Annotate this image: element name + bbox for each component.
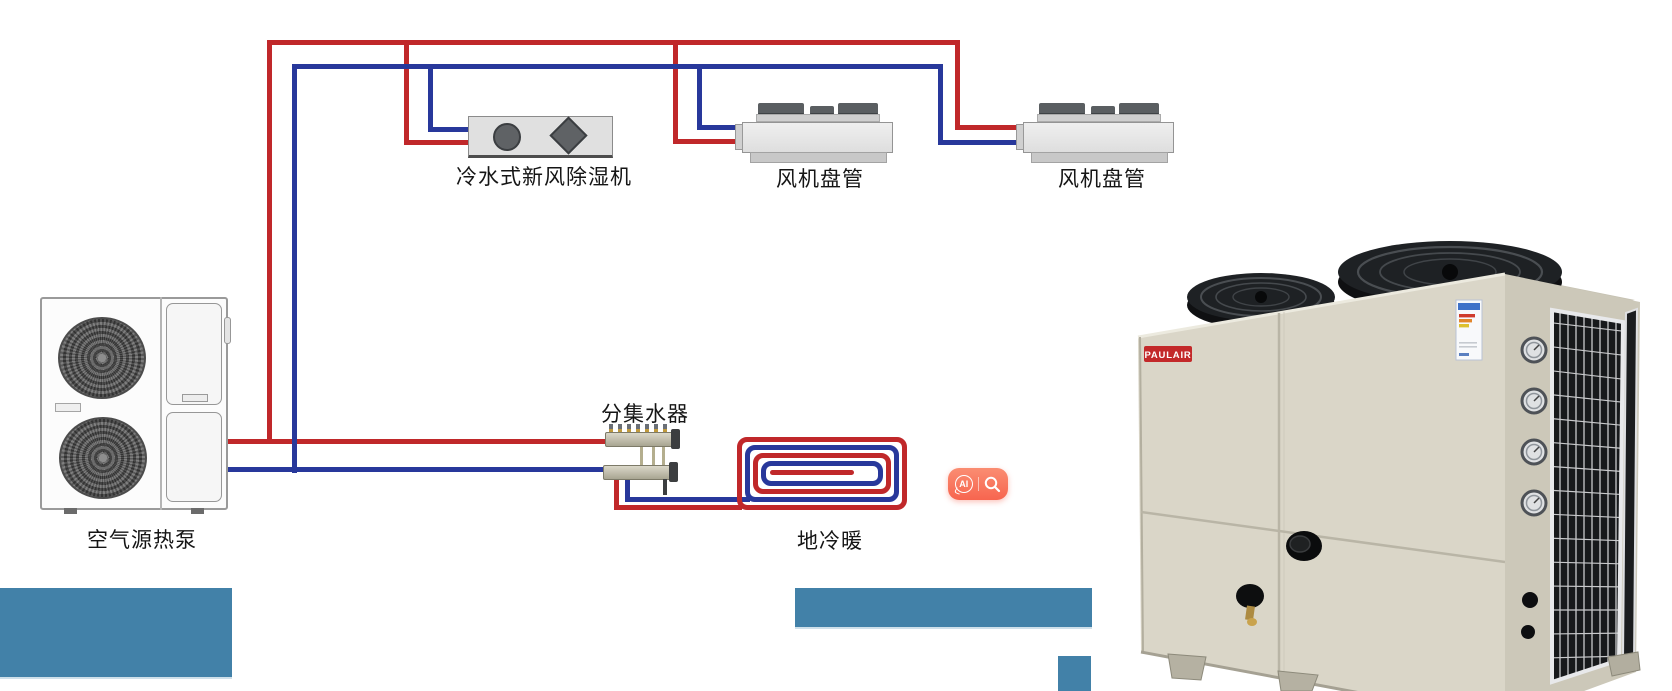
pipe-blue-top-main [295,64,943,69]
condenser-back-strip [1623,309,1637,665]
dehumidifier-fan-symbol [493,123,521,151]
condenser-grid [1552,310,1623,682]
pipe-red-feed-fancoil2 [955,125,1023,130]
pipe-fitting-valve [1236,584,1264,626]
outdoor-unit-divider [160,297,162,510]
floorloop-coil [761,461,883,486]
unit-roof-edge [1137,272,1506,339]
unit-foot [1167,653,1207,681]
magnifier-icon[interactable] [984,476,1001,493]
pipe-blue-drop-fancoil2 [938,64,943,145]
gauge [1520,336,1548,364]
pipe-blue-feed-dehumidifier [428,127,468,132]
manifold-valve [636,424,640,432]
gauge [1520,387,1548,415]
side-knob [1522,592,1538,608]
manifold-drain [663,479,667,495]
dehumidifier-label: 冷水式新风除湿机 [456,165,632,189]
fancoil1-top-band [756,114,880,122]
pipe-red-feed-dehumidifier [404,140,468,145]
manifold-link [640,446,643,465]
brand-text: PAULAIR [1144,350,1191,361]
pipe-red-drop-dehumidifier [404,40,409,145]
unit-front-face [1138,274,1505,691]
pipe-red-top-main [270,40,960,45]
fancoil2-bottom-lip [1031,152,1168,163]
redaction-block-small [1058,656,1091,691]
manifold-end-cap [669,462,678,482]
gauge [1520,438,1548,466]
brand-label: PAULAIR [1144,346,1192,362]
outdoor-unit-fan-top [58,317,146,399]
pipe-red-to-floorloop [614,505,742,510]
pipe-blue-drop-dehumidifier [428,64,433,132]
unit-foot [1277,670,1319,691]
fancoil1-label: 风机盘管 [776,167,864,191]
pipe-blue-feed-fancoil2 [938,140,1023,145]
floorloop-label: 地冷暖 [797,529,863,553]
manifold-valve [609,424,613,432]
manifold-link [652,446,655,465]
side-knob [1521,625,1535,639]
fancoil2-label: 风机盘管 [1058,167,1146,191]
outdoor-unit-foot-left [64,508,77,514]
fancoil1-pipe-stub [735,124,743,150]
fancoil2-top-band [1037,114,1161,122]
badge-divider [977,477,980,491]
pipe-blue-heatpump-to-manifold [226,467,605,472]
manifold-return-bar [603,465,675,480]
manifold-valve [627,424,631,432]
unit-left-edge [1139,336,1144,653]
dehumidifier-unit [468,116,613,158]
manifold-end-cap [671,429,680,449]
fancoil1-body [742,122,893,153]
outdoor-unit-label: 空气源热泵 [87,528,197,552]
energy-label [1455,299,1483,361]
floorloop-coil-center [770,470,854,475]
redaction-block-left [0,588,232,679]
fancoil2-pipe-stub [1016,124,1024,150]
pipe-blue-manifold-down [625,479,630,502]
manifold-supply-bar [605,432,677,447]
pipe-red-drop-fancoil1 [673,40,678,144]
fancoil1-bottom-lip [750,152,887,163]
outdoor-unit-vent [224,317,231,344]
gauge [1520,489,1548,517]
outdoor-unit-fan-bottom [59,417,147,499]
outdoor-unit-foot-right [191,508,204,514]
condenser-coil [1552,310,1623,682]
pipe-red-drop-fancoil2 [955,40,960,130]
manifold-link [662,446,665,465]
manifold-valve [618,424,622,432]
floorloop-coil [753,453,891,494]
pipe-blue-feed-fancoil1 [697,125,742,130]
heat-pump-photo: PAULAIR [1137,241,1641,691]
pipe-fitting-large [1286,531,1322,561]
outdoor-unit-panel-top [166,303,222,405]
outdoor-unit-handle [182,394,208,402]
outdoor-unit-panel-bottom [166,412,222,502]
floorloop-coil [745,445,899,502]
pipe-red-riser-main [267,40,272,444]
pipe-red-heatpump-to-manifold [226,439,607,444]
pipe-blue-drop-fancoil1 [697,64,702,130]
unit-door-seam-horizontal [1140,510,1506,564]
fancoil2-body [1023,122,1174,153]
manifold-valve [663,424,667,432]
pipe-red-feed-fancoil1 [673,139,742,144]
manifold-valve [654,424,658,432]
manifold-label: 分集水器 [601,402,689,426]
outdoor-unit-nameplate [55,403,81,412]
pipe-red-manifold-down [614,479,619,510]
ai-chat-icon[interactable]: AI [954,475,973,493]
manifold-valve [645,424,649,432]
pressure-gauges [1520,336,1548,517]
redaction-block-right [795,588,1092,629]
ai-search-badge[interactable]: AI [948,468,1008,500]
unit-foot [1607,651,1641,677]
pipe-blue-to-floorloop [625,497,750,502]
pipe-blue-riser-main [292,64,297,473]
floorloop-coil-outer [737,437,907,510]
